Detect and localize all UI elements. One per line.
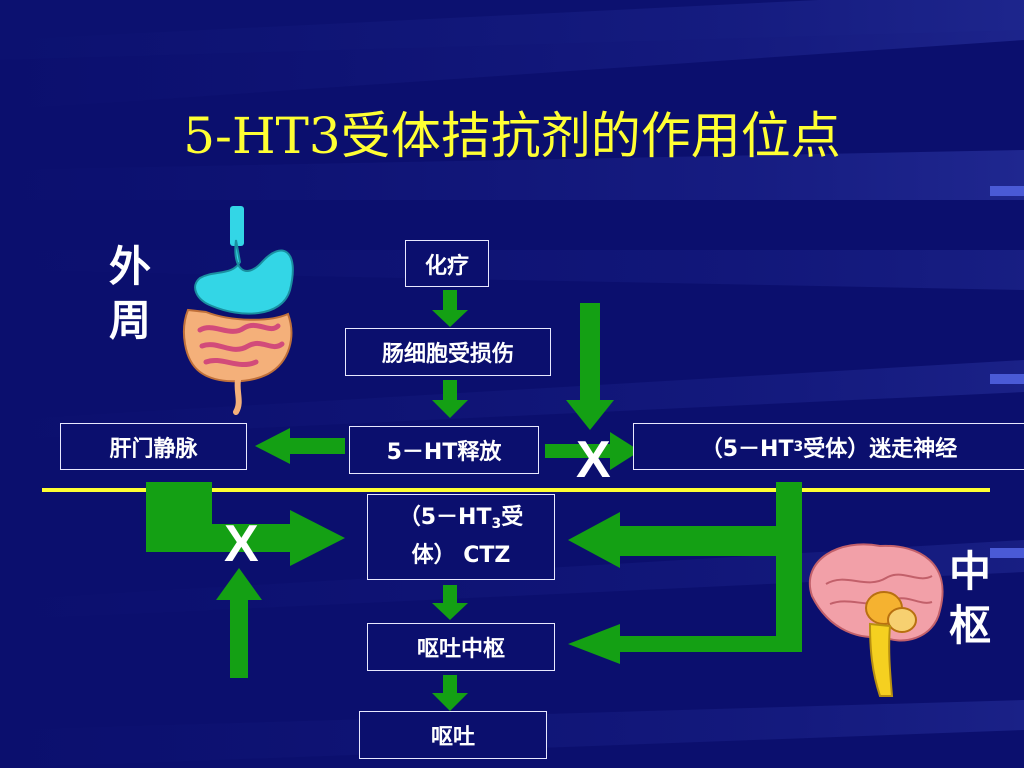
vomiting-box: 呕吐: [359, 711, 547, 759]
arrow-center-to-vomit: [432, 675, 468, 711]
serotonin-release-box: 5－HT释放: [349, 426, 539, 474]
slide-title: 5-HT3受体拮抗剂的作用位点: [183, 107, 841, 165]
arrow-intestine-to-release: [432, 380, 468, 418]
ctz-label-subscript: 3: [491, 516, 502, 532]
chemotherapy-box: 化疗: [405, 240, 489, 287]
vagus-label-subscript: 3: [793, 438, 804, 455]
ctz-receptor-box: （5－HT3受 体） CTZ: [367, 494, 555, 580]
portal-vein-box: 肝门静脉: [60, 423, 247, 470]
arrow-release-to-vagus: [545, 432, 640, 470]
vagus-label-suffix: 受体）迷走神经: [803, 436, 958, 462]
arrow-chemo-to-intestine: [432, 290, 468, 327]
peripheral-label: 外 周: [104, 240, 156, 348]
arrow-up-to-portal-path: [216, 568, 262, 678]
arrow-ctz-to-vomit-center: [432, 585, 468, 620]
ctz-label-line-2: 体） CTZ: [411, 543, 511, 568]
vomiting-center-box: 呕吐中枢: [367, 623, 555, 671]
vagus-block-mark: X: [576, 431, 611, 489]
stomach-intestine-icon: [183, 206, 294, 415]
intestinal-cell-damage-box: 肠细胞受损伤: [345, 328, 551, 376]
ctz-label-prefix: （5－HT: [398, 505, 492, 530]
vagus-label-prefix: （5－HT: [700, 436, 794, 462]
arrow-portal-to-ctz: [146, 482, 345, 566]
central-label-char-1: 中: [948, 547, 991, 596]
brain-icon: [809, 543, 944, 697]
peripheral-label-char-2: 周: [108, 296, 151, 345]
central-label-char-2: 枢: [948, 601, 991, 650]
central-label: 中 枢: [944, 545, 996, 653]
arrow-vagus-to-ctz: [568, 482, 802, 664]
arrow-release-to-portal: [255, 428, 345, 464]
ctz-label-line-1: （5－HT3受: [399, 502, 524, 540]
arrow-chemo-direct-to-vagus: [566, 303, 614, 430]
ctz-label-suffix: 受: [501, 505, 524, 530]
portal-block-mark: X: [224, 515, 259, 573]
peripheral-label-char-1: 外: [108, 242, 151, 291]
